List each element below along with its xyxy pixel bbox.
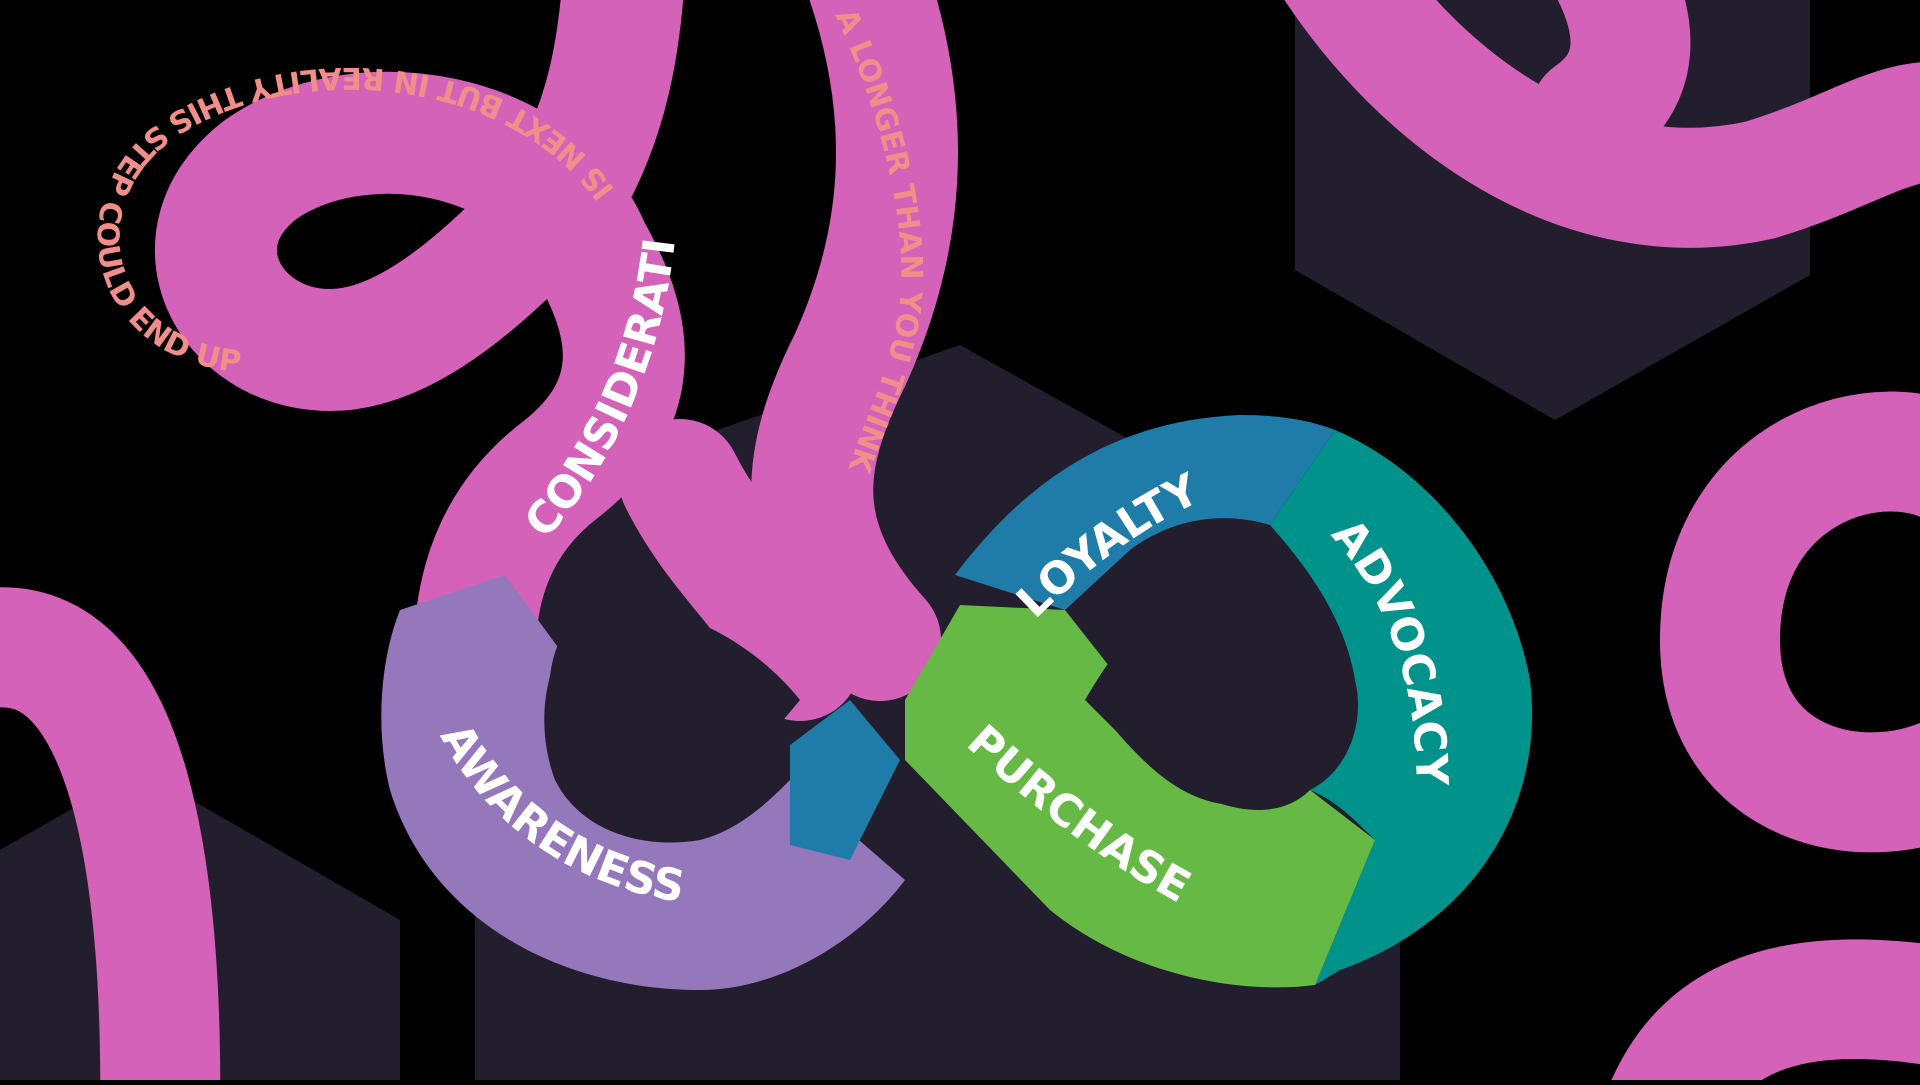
ribbon-top-right: [1284, 0, 1920, 248]
ribbon-bottom-left: [0, 587, 221, 1085]
segment-loyalty: [955, 415, 1335, 610]
ribbon-right-loop: [1660, 391, 1920, 853]
segment-awareness: [381, 575, 905, 990]
consideration-strand: [499, 0, 684, 261]
hole-left: [549, 602, 800, 800]
consideration-path: [155, 0, 958, 741]
hole-right: [1085, 584, 1342, 806]
consideration-loop: [155, 71, 685, 741]
infinity-loop: [381, 415, 1533, 990]
segment-advocacy: [1270, 430, 1533, 985]
consideration-inner-strand: [619, 419, 861, 721]
ribbon-bottom-right: [1609, 939, 1920, 1085]
consideration-long-strand: [751, 0, 958, 701]
segment-loyalty-left: [790, 700, 900, 860]
segment-purchase: [905, 605, 1375, 988]
